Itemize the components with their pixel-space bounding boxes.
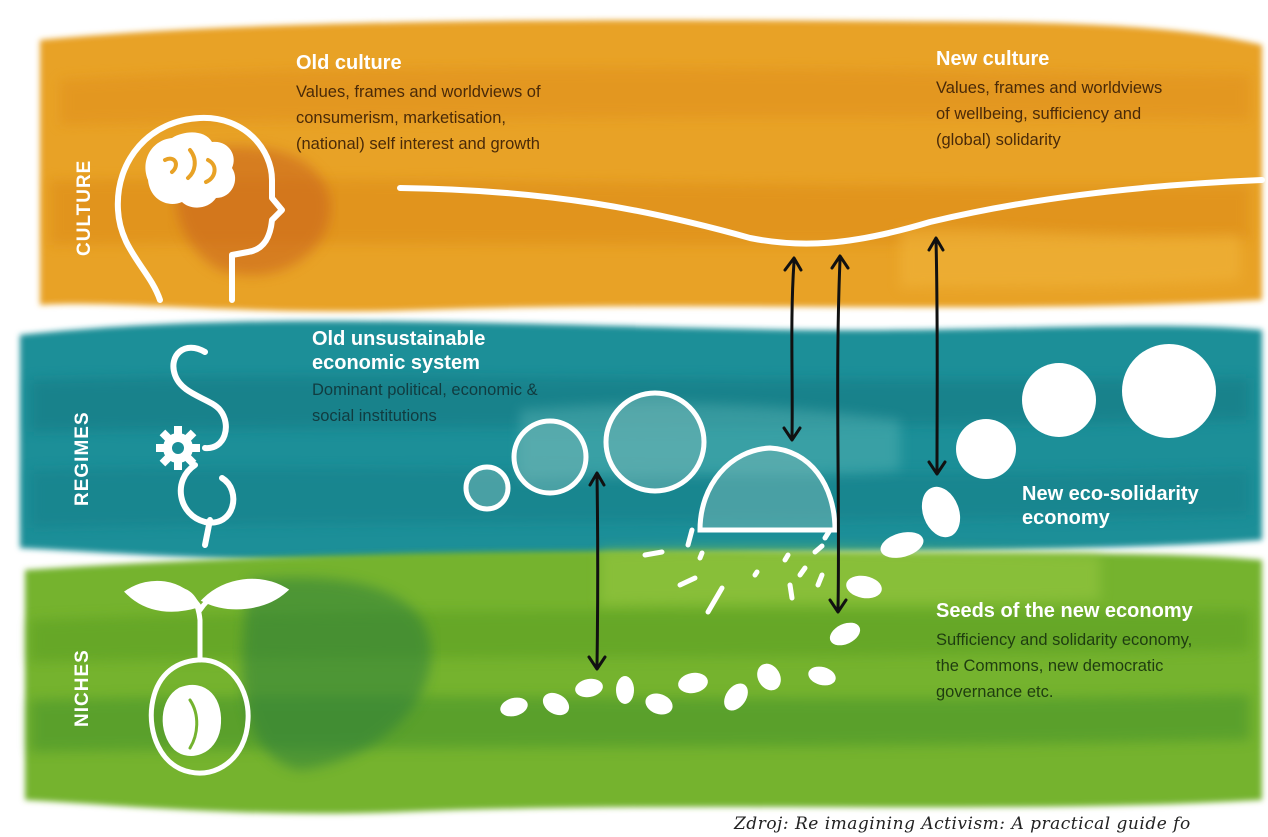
old-system-line1: Dominant political, economic &	[312, 381, 538, 399]
new-culture-line2: of wellbeing, sufficiency and	[936, 105, 1142, 123]
old-system-title1: Old unsustainable	[312, 328, 486, 350]
old-culture-title: Old culture	[296, 52, 402, 74]
head-brain-icon	[114, 114, 285, 303]
seeds-title: Seeds of the new economy	[936, 600, 1193, 622]
source-caption: Zdroj: Re imagining Activism: A practica…	[734, 814, 1191, 834]
arrow-culture-regimes-right	[927, 236, 947, 476]
old-system-line2: social institutions	[312, 407, 437, 425]
seeds-line3: governance etc.	[936, 683, 1054, 701]
seeds-line1: Sufficiency and solidarity economy,	[936, 631, 1193, 649]
culture-label: CULTURE	[74, 159, 95, 256]
new-culture-line1: Values, frames and worldviews	[936, 79, 1163, 97]
new-economy-circles	[921, 344, 1216, 538]
seed-sprout-icon	[124, 578, 290, 776]
niches-label: NICHES	[72, 649, 93, 727]
culture-band	[40, 20, 1262, 312]
dollar-gear-icon	[156, 344, 237, 548]
regimes-label: REGIMES	[72, 411, 93, 506]
bubble-half-dome	[697, 445, 838, 533]
new-culture-line3: (global) solidarity	[936, 131, 1061, 149]
bubble-large	[603, 390, 707, 494]
arrow-regimes-niches-left	[587, 471, 607, 671]
old-culture-line1: Values, frames and worldviews of	[296, 83, 541, 101]
old-culture-line3: (national) self interest and growth	[296, 135, 540, 153]
dome-drops	[642, 527, 833, 615]
seeds	[500, 532, 924, 717]
new-culture-title: New culture	[936, 48, 1050, 70]
bubble-medium	[511, 418, 589, 496]
bubble-small	[463, 464, 511, 512]
culture-curve	[397, 177, 1265, 247]
old-culture-line2: consumerism, marketisation,	[296, 109, 506, 127]
arrow-culture-regimes-left	[782, 256, 803, 442]
old-system-title2: economic system	[312, 352, 480, 374]
new-economy-title1: New eco-solidarity	[1022, 483, 1199, 505]
niches-band	[25, 547, 1262, 814]
old-system-bubbles	[463, 390, 838, 533]
new-economy-title2: economy	[1022, 507, 1110, 529]
arrow-culture-niches-middle	[828, 254, 850, 614]
seeds-line2: the Commons, new democratic	[936, 657, 1164, 675]
arrows	[587, 236, 947, 671]
